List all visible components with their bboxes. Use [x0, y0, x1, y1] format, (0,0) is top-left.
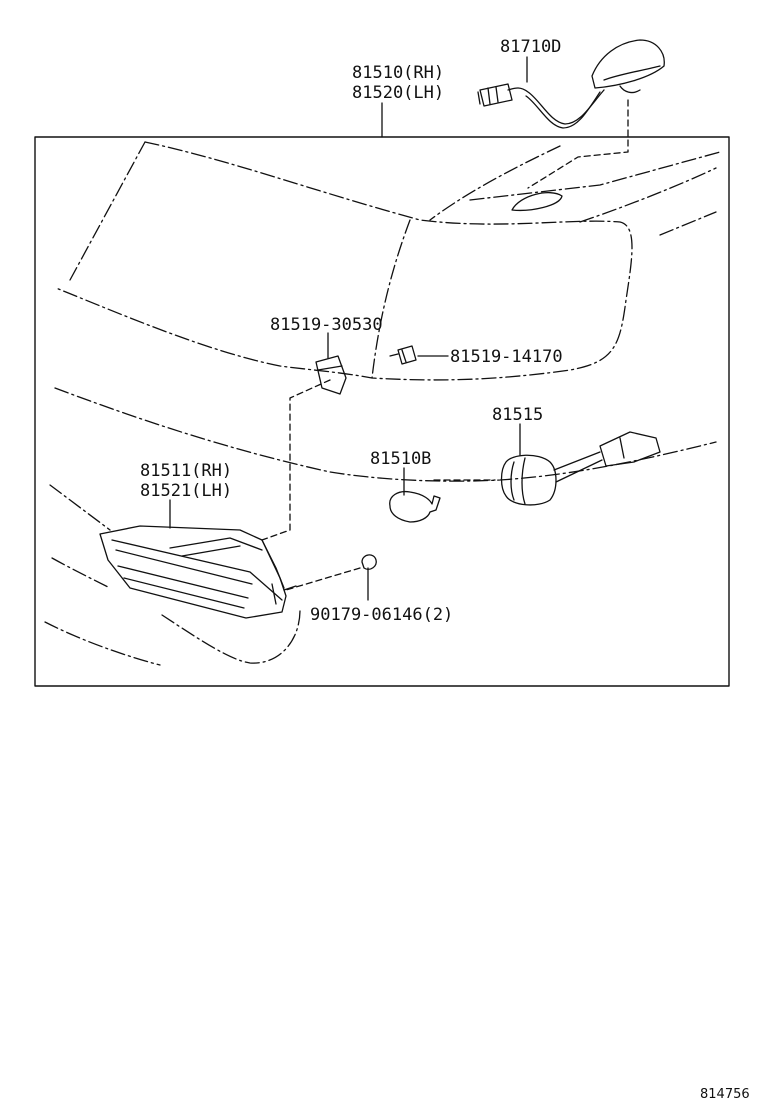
- screw-part: [389, 345, 417, 365]
- label-antenna: 81710D: [500, 37, 561, 57]
- bracket-part: [315, 355, 347, 395]
- label-clip: 90179-06146(2): [310, 605, 453, 625]
- antenna-assembly: [477, 39, 665, 129]
- leader-lines: [169, 56, 528, 601]
- fog-lamp-assembly: [99, 525, 297, 619]
- bulb-part: [389, 490, 441, 523]
- assembly-dashed-lines: [261, 99, 629, 591]
- label-lens-rh: 81511(RH): [140, 461, 232, 481]
- label-lens-lh: 81521(LH): [140, 481, 232, 501]
- label-socket: 81515: [492, 405, 543, 425]
- label-lamp-assy-rh: 81510(RH): [352, 63, 444, 83]
- label-lamp-assy-lh: 81520(LH): [352, 83, 444, 103]
- vehicle-body-outline: [44, 141, 721, 666]
- label-bracket: 81519-30530: [270, 315, 383, 335]
- body-marker-hole: [511, 192, 563, 212]
- diagram-frame: [34, 136, 730, 687]
- clip-part: [361, 554, 377, 570]
- socket-harness: [500, 431, 661, 506]
- label-screw: 81519-14170: [450, 347, 563, 367]
- label-bulb: 81510B: [370, 449, 431, 469]
- reference-number: 814756: [700, 1087, 750, 1102]
